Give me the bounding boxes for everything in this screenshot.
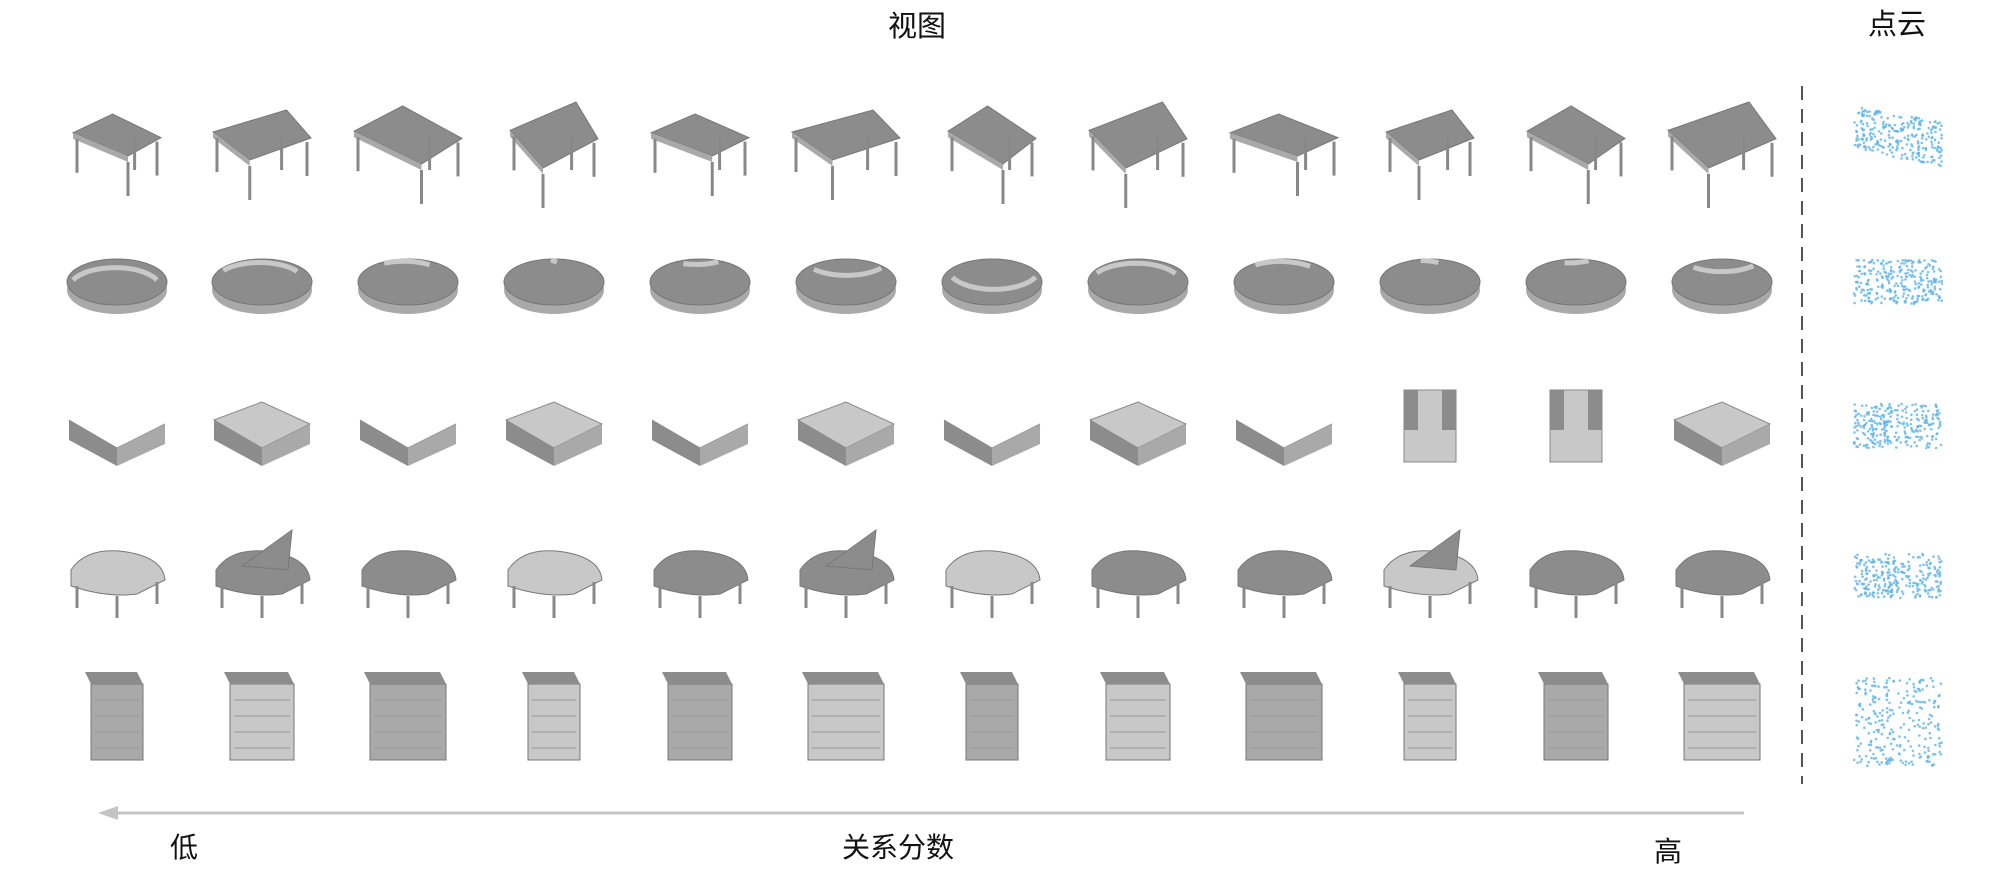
sofa-view-12 <box>1672 401 1772 466</box>
piano-view-8 <box>1091 550 1187 618</box>
piano-view-10 <box>1383 528 1479 618</box>
round-table-view-6 <box>795 258 897 314</box>
dresser-view-2 <box>224 672 295 761</box>
desk-view-11 <box>1525 105 1626 204</box>
sofa-view-6 <box>796 401 896 466</box>
dresser-view-4 <box>522 672 581 761</box>
dresser-view-9 <box>1240 672 1323 761</box>
round-table-view-9 <box>1233 258 1335 314</box>
desk-view-9 <box>1228 113 1340 196</box>
sofa-view-7 <box>943 419 1041 466</box>
piano-point-cloud <box>1853 552 1943 600</box>
low-score-label: 低 <box>170 831 199 864</box>
round-table-view-3 <box>357 258 459 314</box>
round-table-view-2 <box>211 258 313 314</box>
piano-view-5 <box>653 550 749 618</box>
piano-view-9 <box>1237 550 1333 618</box>
desk-view-3 <box>352 105 463 204</box>
dresser-view-7 <box>960 672 1019 761</box>
piano-view-2 <box>215 528 311 618</box>
sofa-view-3 <box>359 419 457 466</box>
desk-view-10 <box>1384 109 1475 200</box>
dresser-view-11 <box>1538 672 1609 761</box>
dresser-view-10 <box>1398 672 1457 761</box>
piano-view-11 <box>1529 550 1625 618</box>
sofa-view-11 <box>1549 389 1603 463</box>
piano-view-1 <box>70 550 166 618</box>
desk-view-8 <box>1088 101 1188 208</box>
dresser-view-1 <box>85 672 144 761</box>
round-table-view-5 <box>649 258 751 314</box>
desk-view-5 <box>649 113 751 196</box>
desk-view-2 <box>211 109 312 200</box>
sofa-view-9 <box>1235 419 1333 466</box>
dresser-view-12 <box>1678 672 1761 761</box>
piano-view-12 <box>1675 550 1771 618</box>
sofa-view-2 <box>212 401 312 466</box>
dresser-view-5 <box>662 672 733 761</box>
dresser-view-8 <box>1100 672 1171 761</box>
relation-score-label: 关系分数 <box>842 831 955 864</box>
sofa-view-1 <box>68 419 166 466</box>
round-table-view-7 <box>941 258 1043 314</box>
sofa-view-5 <box>651 419 749 466</box>
piano-view-4 <box>507 550 603 618</box>
piano-view-7 <box>945 550 1041 618</box>
piano-view-6 <box>799 528 895 618</box>
round-table-view-11 <box>1525 258 1627 314</box>
round-table-view-12 <box>1671 258 1773 314</box>
round-table-view-10 <box>1379 257 1481 314</box>
sofa-point-cloud <box>1852 402 1943 450</box>
sofa-view-4 <box>504 401 604 466</box>
dresser-view-6 <box>802 672 885 761</box>
point-cloud-title: 点云 <box>1868 7 1927 41</box>
desk-view-4 <box>509 101 599 208</box>
desk-view-6 <box>790 109 901 200</box>
round-table-view-4 <box>503 257 605 314</box>
piano-view-3 <box>361 550 457 618</box>
desk-view-7 <box>947 105 1037 204</box>
score-arrow-head <box>98 806 118 820</box>
desk-point-cloud <box>1853 106 1943 168</box>
sofa-view-10 <box>1403 389 1457 463</box>
high-score-label: 高 <box>1654 835 1683 868</box>
round-table-view-1 <box>66 258 168 314</box>
dresser-view-3 <box>364 672 447 761</box>
views-title: 视图 <box>888 9 947 43</box>
sofa-view-8 <box>1088 401 1188 466</box>
dresser-point-cloud <box>1852 676 1943 767</box>
desk-view-12 <box>1667 101 1777 208</box>
round-table-view-8 <box>1087 258 1189 314</box>
round-table-point-cloud <box>1852 258 1944 306</box>
desk-view-1 <box>71 113 163 196</box>
